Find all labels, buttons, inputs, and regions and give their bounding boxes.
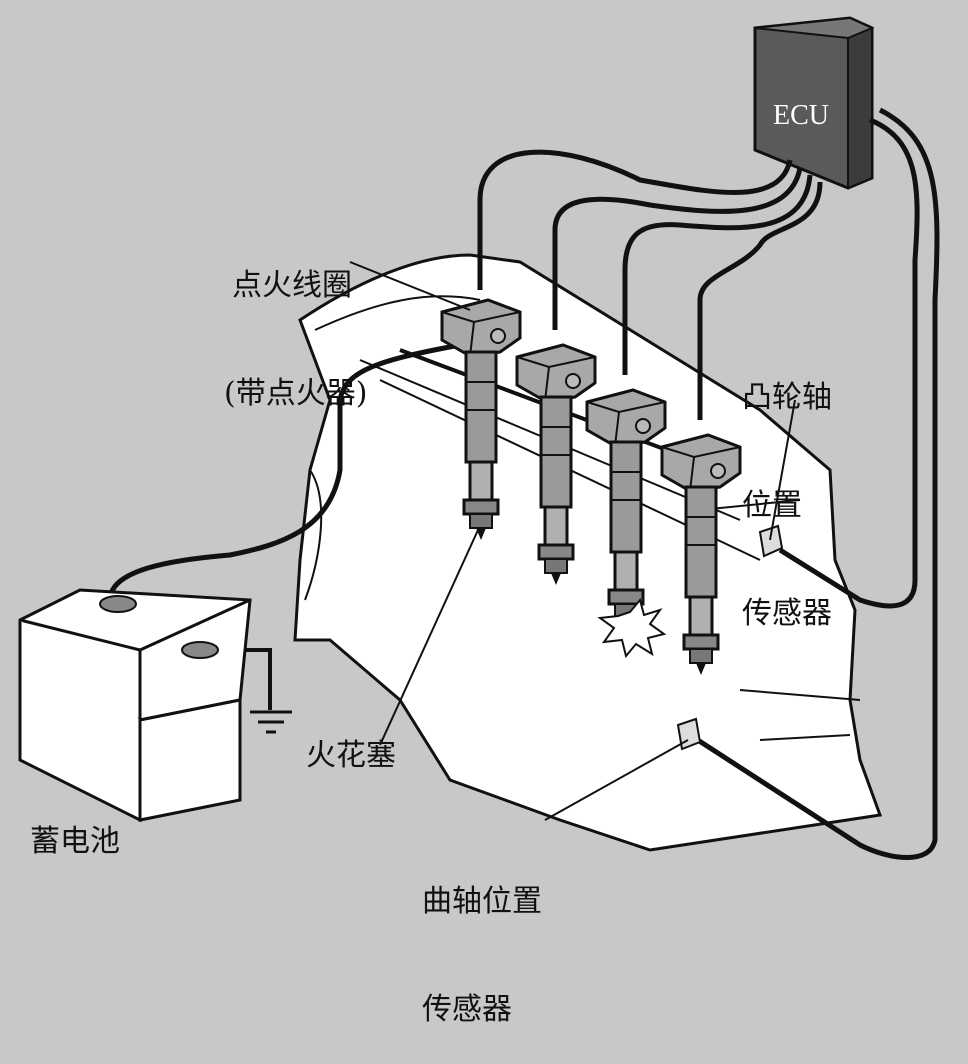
- ignition-system-diagram: ECU 点火线圈 (带点火器) 凸轮轴 位置 传感器 火花塞 曲轴位置 传感器 …: [18, 16, 940, 1027]
- engine-block: [293, 253, 883, 852]
- spark-burst: [597, 597, 667, 659]
- spark-plug-label: 火花塞: [306, 738, 396, 773]
- diagram-canvas: ECU: [18, 16, 940, 860]
- crankshaft-sensor-label-line2: 传感器: [422, 992, 512, 1027]
- ecu-box: [753, 16, 875, 190]
- ignition-coil-label-line2: (带点火器): [224, 376, 368, 411]
- ground-symbol: [250, 710, 292, 734]
- crankshaft-sensor-label-line1: 曲轴位置: [422, 884, 542, 919]
- battery: [18, 588, 252, 823]
- ecu-wires: [477, 107, 940, 860]
- camshaft-sensor-label-line3: 传感器: [742, 596, 832, 631]
- camshaft-sensor-label: 凸轮轴 位置 传感器: [742, 308, 832, 668]
- battery-label: 蓄电池: [30, 824, 120, 859]
- ignition-coil-label: 点火线圈 (带点火器): [224, 196, 367, 448]
- leader-lines: [349, 261, 796, 821]
- camshaft-sensor-label-line1: 凸轮轴: [742, 380, 832, 415]
- camshaft-sensor-label-line2: 位置: [742, 488, 802, 523]
- crankshaft-sensor-label: 曲轴位置 传感器: [422, 812, 542, 1064]
- ecu-label: ECU: [773, 100, 829, 131]
- ignition-coil-label-line1: 点火线圈: [232, 268, 352, 303]
